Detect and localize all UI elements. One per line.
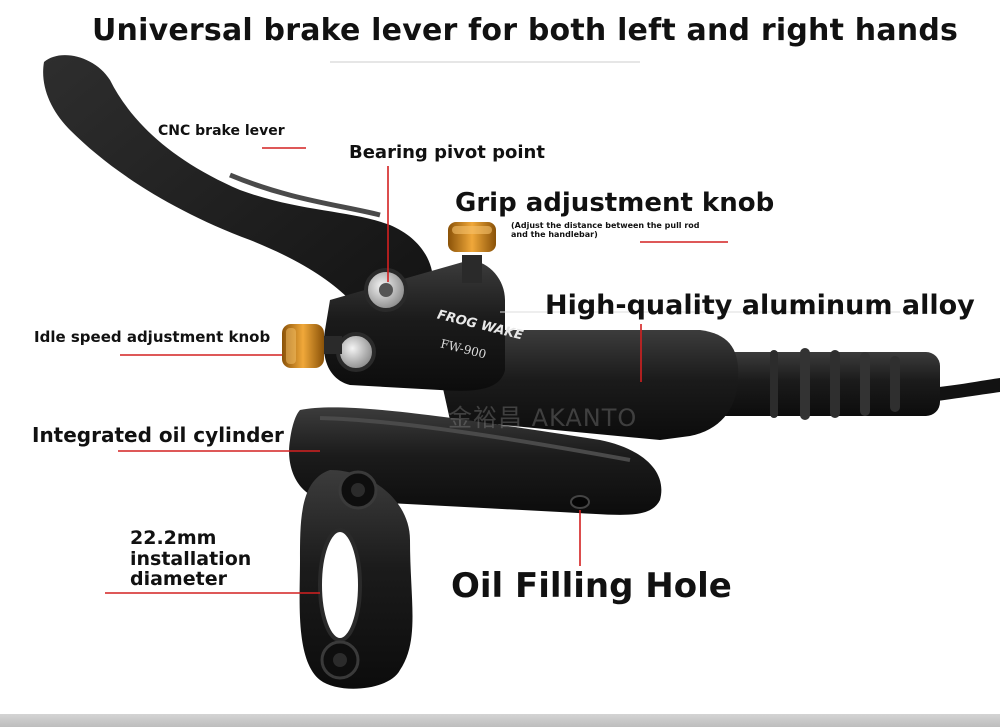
idle-speed-knob [282, 324, 342, 368]
label-aluminum-alloy: High-quality aluminum alloy [545, 290, 975, 321]
page-title: Universal brake lever for both left and … [92, 13, 959, 48]
oil-filling-hole [570, 495, 590, 509]
label-oil-filling-hole: Oil Filling Hole [451, 566, 732, 606]
watermark: 金裕昌 AKANTO [448, 404, 638, 432]
grip-adjustment-knob [448, 222, 496, 283]
label-grip-knob-note: (Adjust the distance between the pull ro… [511, 221, 700, 239]
label-bearing-pivot: Bearing pivot point [349, 142, 545, 163]
brake-hose [930, 378, 1000, 402]
brake-lever-blade [43, 55, 434, 374]
label-idle-speed-knob: Idle speed adjustment knob [34, 328, 271, 346]
label-oil-cylinder: Integrated oil cylinder [32, 423, 284, 447]
lever-pin [336, 332, 376, 372]
label-installation-diameter: 22.2mm installation diameter [130, 527, 252, 591]
hose-fitting [710, 348, 940, 420]
leader-lines [105, 147, 728, 594]
label-cnc-brake-lever: CNC brake lever [158, 123, 285, 139]
bottom-divider [0, 714, 1000, 727]
label-grip-adjustment-knob: Grip adjustment knob [455, 188, 775, 218]
master-cylinder-body [430, 330, 739, 440]
